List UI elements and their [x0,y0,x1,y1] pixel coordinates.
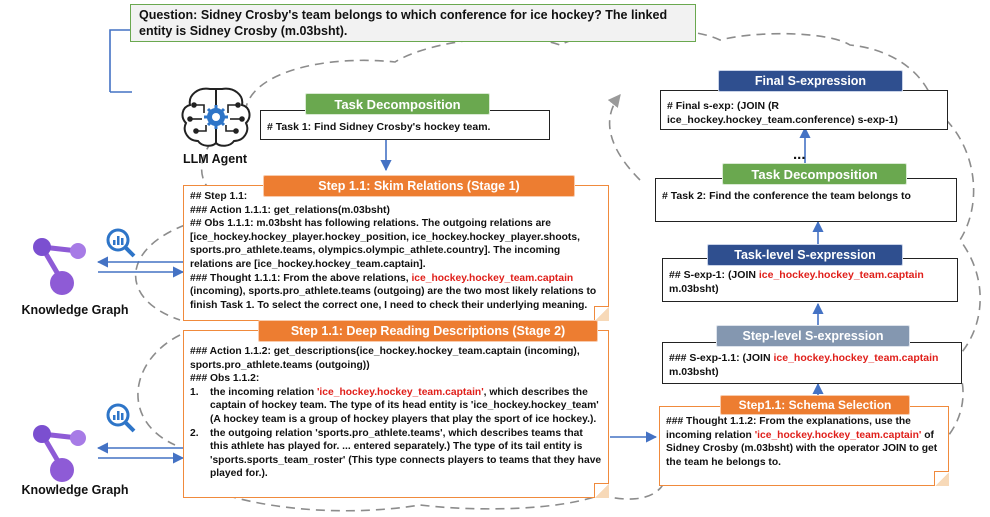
deep-reading-box: ### Action 1.1.2: get_descriptions(ice_h… [183,330,609,498]
ellipsis: ... [793,146,806,163]
search-chart-icon [106,228,136,258]
brain-icon [181,87,251,147]
step1-obs: ## Obs 1.1.1: m.03bsht has following rel… [190,218,580,270]
task1-box: # Task 1: Find Sidney Crosby's hockey te… [260,110,550,140]
task-level-sexp-header: Task-level S-expression [707,244,903,266]
knowledge-graph-icon [33,425,86,482]
schema-selection-header: Step1.1: Schema Selection [720,395,910,415]
step-level-sexp-box: ### S-exp-1.1: (JOIN ice_hockey.hockey_t… [662,342,962,384]
skim-relations-box: ## Step 1.1: ### Action 1.1.1: get_relat… [183,185,609,321]
step1-action: ### Action 1.1.1: get_relations(m.03bsht… [190,204,390,216]
step1-thought: ### Thought 1.1.1: From the above relati… [190,272,597,311]
search-chart-icon [106,403,136,433]
question-label: Question: [139,8,198,22]
final-sexp-header: Final S-expression [718,70,903,92]
step2-action: ### Action 1.1.2: get_descriptions(ice_h… [190,346,580,371]
obs-list: 1.the incoming relation 'ice_hockey.hock… [190,386,602,481]
step-header: ## Step 1.1: [190,191,248,202]
schema-selection-box: ### Thought 1.1.2: From the explanations… [659,406,949,486]
final-sexp-text: # Final s-exp: (JOIN (R ice_hockey.hocke… [667,100,898,126]
task-decomposition-header: Task Decomposition [305,93,490,115]
knowledge-graph-icon [33,238,86,295]
question-text: Sidney Crosby's team belongs to which co… [139,8,668,38]
task2-text: # Task 2: Find the conference the team b… [662,190,911,202]
step-level-sexp-header: Step-level S-expression [716,325,910,347]
llm-agent-label: LLM Agent [182,152,248,166]
task1-text: # Task 1: Find Sidney Crosby's hockey te… [267,121,491,133]
task2-box: # Task 2: Find the conference the team b… [655,178,957,222]
obs-item: 2.the outgoing relation 'sports.pro_athl… [190,427,602,480]
final-sexp-box: # Final s-exp: (JOIN (R ice_hockey.hocke… [660,90,948,130]
obs-item: 1.the incoming relation 'ice_hockey.hock… [190,386,599,425]
skim-relations-header: Step 1.1: Skim Relations (Stage 1) [263,175,575,197]
task-decomposition-header: Task Decomposition [722,163,907,185]
step2-obs-header: ### Obs 1.1.2: [190,373,260,385]
knowledge-graph-label: Knowledge Graph [21,303,129,317]
question-box: Question: Sidney Crosby's team belongs t… [130,4,696,42]
knowledge-graph-label: Knowledge Graph [21,483,129,497]
deep-reading-header: Step 1.1: Deep Reading Descriptions (Sta… [258,320,598,342]
